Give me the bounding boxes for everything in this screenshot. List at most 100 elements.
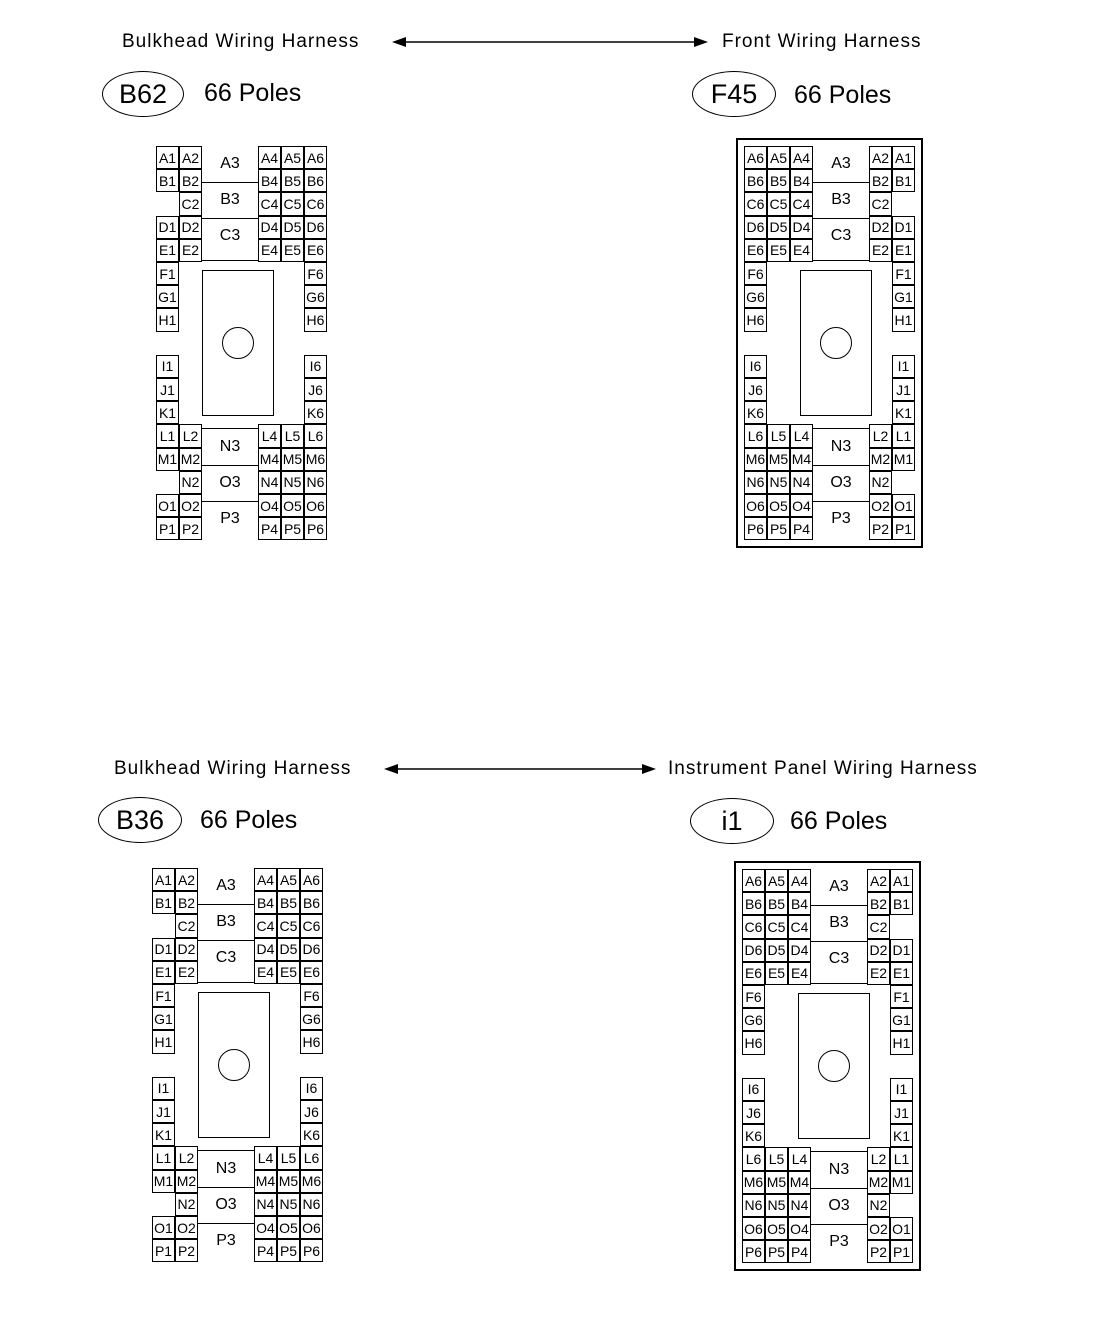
pin-l4: L4 [258, 424, 281, 448]
pin-m5: M5 [281, 447, 304, 471]
top-right-harness-label: Front Wiring Harness [722, 31, 922, 52]
pin-a2: A2 [175, 868, 198, 892]
pin-o1: O1 [890, 1217, 913, 1241]
pin-l5: L5 [281, 424, 304, 448]
pin-separator-line [198, 903, 254, 905]
pin-a4: A4 [254, 868, 277, 892]
pin-m2: M2 [867, 1170, 890, 1194]
pin-b3: B3 [220, 190, 240, 208]
pin-p6: P6 [304, 517, 327, 541]
pin-p2: P2 [867, 1240, 890, 1264]
pin-e1: E1 [892, 238, 915, 262]
pin-n4: N4 [788, 1193, 811, 1217]
pin-g6: G6 [304, 285, 327, 309]
pin-m6: M6 [742, 1170, 765, 1194]
pin-o3: O3 [219, 473, 241, 491]
pin-l5: L5 [765, 1147, 788, 1171]
pin-c3: C3 [828, 949, 850, 967]
pin-a3: A3 [831, 154, 851, 172]
pin-d6: D6 [744, 215, 767, 239]
pin-c5: C5 [281, 192, 304, 216]
pin-l6: L6 [744, 424, 767, 448]
pin-k1: K1 [892, 401, 915, 425]
pin-p3: P3 [220, 509, 240, 527]
pin-a4: A4 [258, 146, 281, 170]
pin-a5: A5 [767, 146, 790, 170]
pin-d6: D6 [304, 215, 327, 239]
mounting-hole-icon [819, 327, 852, 360]
pin-o5: O5 [277, 1216, 300, 1240]
pin-separator-line [813, 500, 869, 502]
pin-o4: O4 [254, 1216, 277, 1240]
pin-n2: N2 [175, 1192, 198, 1216]
pin-j1: J1 [152, 1100, 175, 1124]
pin-b3: B3 [829, 913, 849, 931]
pin-j6: J6 [304, 378, 327, 402]
pin-b5: B5 [281, 169, 304, 193]
pin-m4: M4 [258, 447, 281, 471]
pin-l6: L6 [304, 424, 327, 448]
pin-c3: C3 [215, 948, 237, 966]
pin-e2: E2 [179, 238, 202, 262]
pin-i6: I6 [744, 354, 767, 378]
pin-l4: L4 [788, 1147, 811, 1171]
pin-c6: C6 [744, 192, 767, 216]
pin-separator-line [813, 259, 869, 261]
pin-c2: C2 [867, 915, 890, 939]
bottom-right-harness-label: Instrument Panel Wiring Harness [668, 758, 978, 779]
pin-p6: P6 [742, 1240, 765, 1264]
pin-f1: F1 [892, 262, 915, 286]
pin-separator-line [813, 465, 869, 466]
pin-l6: L6 [742, 1147, 765, 1171]
pin-f6: F6 [744, 262, 767, 286]
pin-b1: B1 [890, 892, 913, 916]
pin-k6: K6 [744, 401, 767, 425]
pin-l1: L1 [890, 1147, 913, 1171]
pin-d4: D4 [254, 937, 277, 961]
pin-o3: O3 [830, 473, 852, 491]
pin-p2: P2 [869, 517, 892, 541]
pin-d5: D5 [765, 938, 788, 962]
pin-separator-line [198, 1222, 254, 1224]
pin-o2: O2 [867, 1217, 890, 1241]
pin-a6: A6 [304, 146, 327, 170]
pin-b2: B2 [867, 892, 890, 916]
pin-b4: B4 [254, 891, 277, 915]
pin-i1: I1 [156, 354, 179, 378]
pin-c4: C4 [254, 914, 277, 938]
pin-n6: N6 [744, 470, 767, 494]
pin-c6: C6 [742, 915, 765, 939]
pin-a6: A6 [744, 146, 767, 170]
pin-h1: H1 [152, 1030, 175, 1054]
pin-p5: P5 [765, 1240, 788, 1264]
pin-d6: D6 [300, 937, 323, 961]
pin-a6: A6 [300, 868, 323, 892]
pin-p4: P4 [258, 517, 281, 541]
pin-b1: B1 [156, 169, 179, 193]
pin-d2: D2 [175, 937, 198, 961]
pin-a4: A4 [790, 146, 813, 170]
pin-c2: C2 [175, 914, 198, 938]
pin-c2: C2 [869, 192, 892, 216]
pin-separator-line [202, 500, 258, 502]
pin-c6: C6 [300, 914, 323, 938]
pin-p5: P5 [767, 517, 790, 541]
pin-l2: L2 [869, 424, 892, 448]
pin-m4: M4 [788, 1170, 811, 1194]
pin-e5: E5 [277, 960, 300, 984]
pin-separator-line [202, 217, 258, 219]
pin-e6: E6 [744, 238, 767, 262]
pin-i6: I6 [304, 354, 327, 378]
pin-m2: M2 [175, 1169, 198, 1193]
pin-a3: A3 [220, 154, 240, 172]
pin-a2: A2 [869, 146, 892, 170]
pin-e2: E2 [867, 961, 890, 985]
pin-m4: M4 [790, 447, 813, 471]
pin-o2: O2 [175, 1216, 198, 1240]
pin-g6: G6 [742, 1008, 765, 1032]
pin-e5: E5 [281, 238, 304, 262]
pin-c5: C5 [277, 914, 300, 938]
pin-p4: P4 [788, 1240, 811, 1264]
pin-j1: J1 [892, 378, 915, 402]
